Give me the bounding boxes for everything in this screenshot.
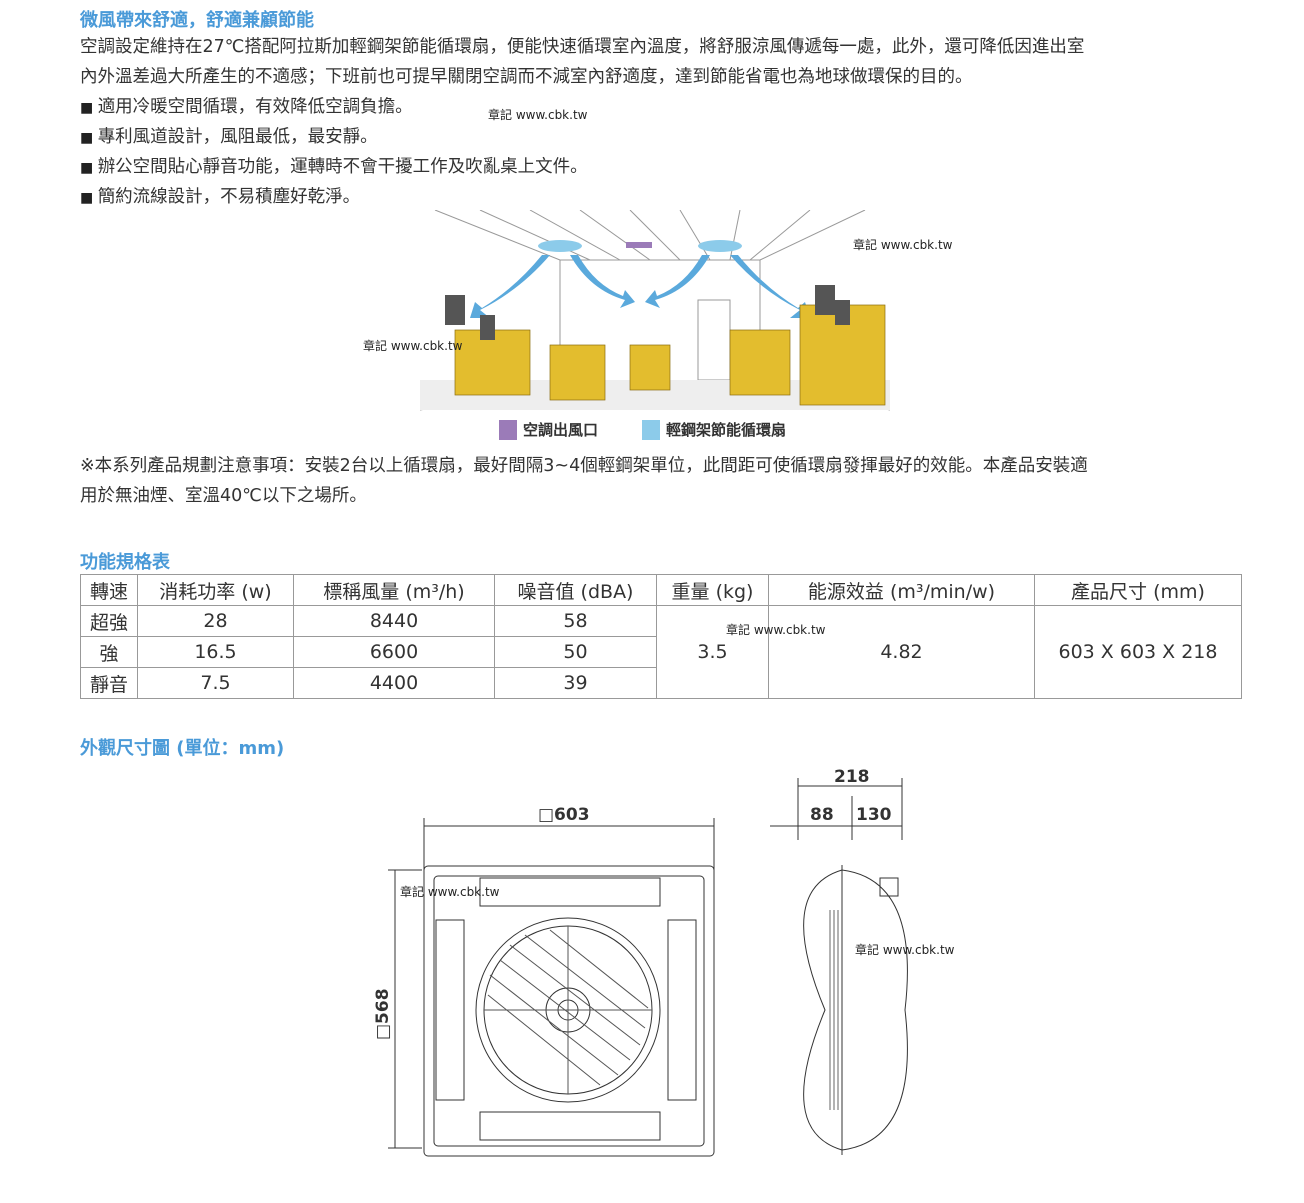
height-dimension-label: □568: [373, 988, 393, 1040]
cell: 4400: [293, 667, 495, 699]
header-power: 消耗功率 (w): [137, 574, 294, 606]
header-noise: 噪音值 (dBA): [494, 574, 657, 606]
depth-b-label: 130: [856, 805, 892, 825]
bullet-2: 專利風道設計，風阻最低，最安靜。: [80, 122, 378, 153]
header-size: 產品尺寸 (mm): [1034, 574, 1242, 606]
width-dimension-label: □603: [538, 805, 590, 825]
bullet-4: 簡約流線設計，不易積塵好乾淨。: [80, 182, 361, 213]
watermark: 章記 www.cbk.tw: [400, 885, 500, 899]
table-header-row: 轉速 消耗功率 (w) 標稱風量 (m³/h) 噪音值 (dBA) 重量 (kg…: [80, 574, 1242, 606]
dimension-drawing: □603 □568 218 88 130: [373, 767, 908, 1157]
dimension-title: 外觀尺寸圖 (單位：mm): [80, 738, 285, 759]
spec-table: 轉速 消耗功率 (w) 標稱風量 (m³/h) 噪音值 (dBA) 重量 (kg…: [80, 574, 1242, 699]
watermark: 章記 www.cbk.tw: [855, 943, 955, 957]
cell: 16.5: [137, 636, 294, 668]
size-cell: 603 X 603 X 218: [1034, 605, 1242, 699]
bullet-3: 辦公空間貼心靜音功能，運轉時不會干擾工作及吹亂桌上文件。: [80, 152, 588, 183]
spec-title: 功能規格表: [80, 552, 170, 573]
watermark: 章記 www.cbk.tw: [488, 108, 588, 122]
intro-title: 微風帶來舒適，舒適兼顧節能: [80, 10, 314, 31]
bullet-1: 適用冷暖空間循環，有效降低空調負擔。: [80, 92, 413, 123]
watermark: 章記 www.cbk.tw: [726, 623, 826, 637]
cell: 7.5: [137, 667, 294, 699]
legend: 空調出風口 輕鋼架節能循環扇: [499, 419, 786, 440]
cell: 58: [494, 605, 657, 637]
note-line-1: ※本系列產品規劃注意事項：安裝2台以上循環扇，最好間隔3~4個輕鋼架單位，此間距…: [80, 456, 1088, 476]
header-weight: 重量 (kg): [656, 574, 769, 606]
note-line-2: 用於無油煙、室溫40℃以下之場所。: [80, 486, 367, 506]
header-airflow: 標稱風量 (m³/h): [293, 574, 495, 606]
cell: 強: [80, 636, 138, 668]
cell: 50: [494, 636, 657, 668]
depth-label: 218: [834, 767, 870, 787]
depth-a-label: 88: [810, 805, 834, 825]
cell: 靜音: [80, 667, 138, 699]
cell: 39: [494, 667, 657, 699]
watermark: 章記 www.cbk.tw: [363, 339, 463, 353]
cell: 28: [137, 605, 294, 637]
weight-cell: 3.5: [656, 605, 769, 699]
watermark: 章記 www.cbk.tw: [853, 238, 953, 252]
office-airflow-illustration: [420, 210, 890, 411]
cell: 超強: [80, 605, 138, 637]
cell: 6600: [293, 636, 495, 668]
efficiency-cell: 4.82: [768, 605, 1035, 699]
header-speed: 轉速: [80, 574, 138, 606]
legend-swatch-fan: [642, 419, 661, 440]
cell: 8440: [293, 605, 495, 637]
legend-label-outlet: 空調出風口: [523, 421, 599, 439]
header-efficiency: 能源效益 (m³/min/w): [768, 574, 1035, 606]
intro-line-1: 空調設定維持在27℃搭配阿拉斯加輕鋼架節能循環扇，便能快速循環室內溫度，將舒服涼…: [80, 37, 1085, 57]
legend-label-fan: 輕鋼架節能循環扇: [666, 421, 787, 439]
legend-swatch-outlet: [499, 419, 517, 440]
intro-line-2: 內外溫差過大所產生的不適感；下班前也可提早關閉空調而不減室內舒適度，達到節能省電…: [80, 67, 973, 87]
